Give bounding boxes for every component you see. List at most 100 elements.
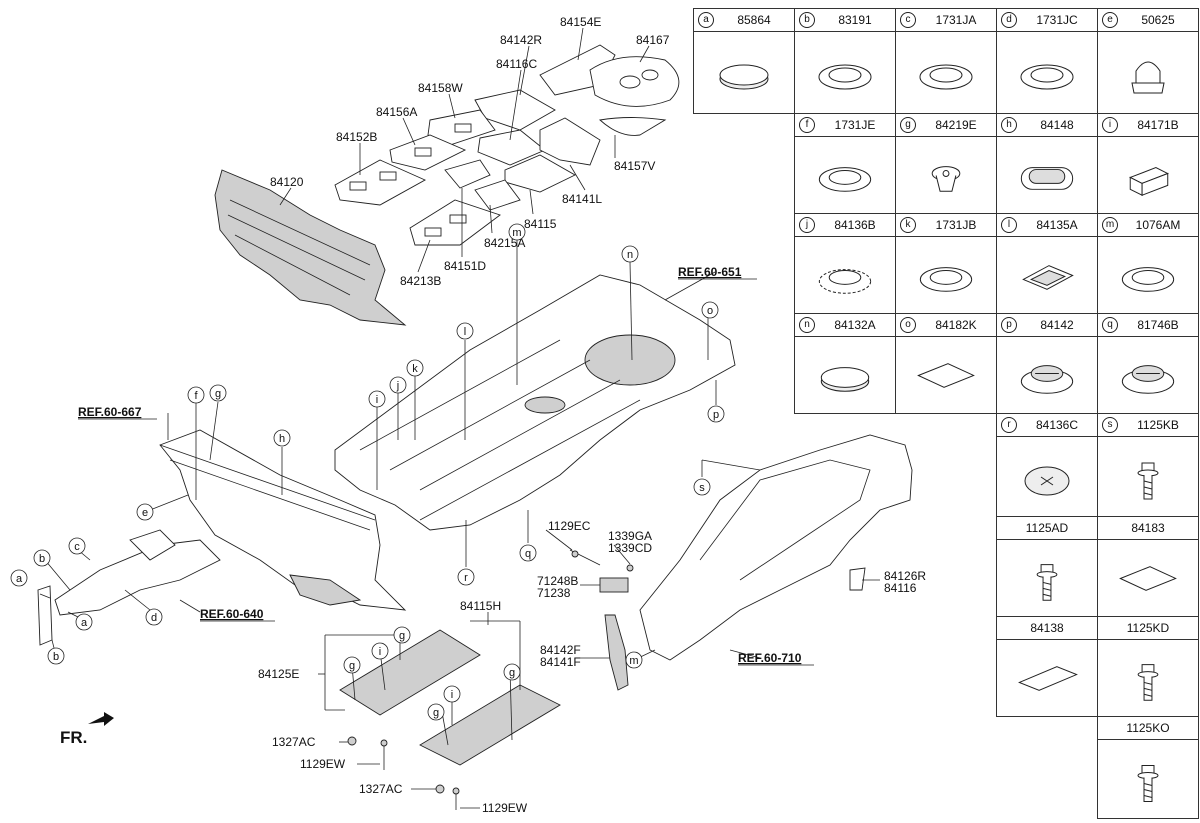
part-cell-84183[interactable]: 84183 xyxy=(1097,516,1199,617)
callout-letter: g xyxy=(433,707,439,719)
callout-bubble-o: o xyxy=(701,301,719,319)
callout-letter: s xyxy=(699,482,705,494)
part-cell-1125kd[interactable]: 1125KD xyxy=(1097,616,1199,717)
label-1129EW-lower: 1129EW xyxy=(482,801,528,815)
part-cell-1731je[interactable]: f 1731JE xyxy=(794,113,896,214)
callout-letter: b xyxy=(53,651,59,663)
callout-bubble-i2: i xyxy=(443,685,461,703)
part-cell-1125ad[interactable]: 1125AD xyxy=(996,516,1098,617)
callout-bubble-g1: g xyxy=(209,384,227,402)
label-84120: 84120 xyxy=(270,175,304,189)
callout-letter: m xyxy=(1102,217,1118,233)
bolt-icon xyxy=(1098,739,1198,818)
callout-letter: q xyxy=(1102,317,1118,333)
cowl-panel xyxy=(159,429,407,611)
label-84141F: 84141F xyxy=(540,655,581,669)
pad-84141L xyxy=(539,117,601,166)
label-84151D: 84151D xyxy=(444,259,486,273)
part-cell-1125ko[interactable]: 1125KO xyxy=(1097,716,1199,819)
part-number: 85864 xyxy=(737,13,771,27)
label-84213B: 84213B xyxy=(400,274,441,288)
label-84152B: 84152B xyxy=(336,130,377,144)
part-number: 84135A xyxy=(1036,218,1078,232)
part-cell-84138[interactable]: 84138 xyxy=(996,616,1098,717)
pad-84116C xyxy=(477,129,546,166)
callout-bubble-g5: g xyxy=(427,703,445,721)
callout-letter: g xyxy=(509,667,515,679)
label-84115H: 84115H xyxy=(460,599,501,613)
callout-letter: b xyxy=(799,12,815,28)
callout-bubble-i1: i xyxy=(371,642,389,660)
ref-60-640[interactable]: REF.60-640 xyxy=(200,607,264,621)
callout-letter: m xyxy=(629,655,638,667)
callout-bubble-a1: a xyxy=(10,569,28,587)
callout-letter: a xyxy=(16,573,23,585)
ribbed-plug-icon xyxy=(997,336,1097,413)
callout-letter: b xyxy=(39,553,45,565)
callout-bubble-p: p xyxy=(707,405,725,423)
part-number: 1731JE xyxy=(834,118,876,132)
callout-bubble-a2: a xyxy=(75,613,93,631)
label-84142R: 84142R xyxy=(500,33,542,47)
callout-letter: f xyxy=(799,117,815,133)
callout-letter: s xyxy=(1102,417,1118,433)
ref-60-710[interactable]: REF.60-710 xyxy=(738,651,802,665)
part-number: 83191 xyxy=(838,13,872,27)
callout-letter: c xyxy=(900,12,916,28)
callout-bubble-c: c xyxy=(68,537,86,555)
cell-header: 84138 xyxy=(997,617,1097,640)
front-direction-label: FR. xyxy=(60,728,87,747)
part-number: 84219E xyxy=(935,118,977,132)
part-number: 84171B xyxy=(1137,118,1179,132)
cell-header: 1125KD xyxy=(1098,617,1198,640)
part-number: 84136B xyxy=(834,218,876,232)
callout-letter: p xyxy=(1001,317,1017,333)
callout-letter: m xyxy=(512,227,521,239)
clip-icon xyxy=(896,136,996,213)
part-cell-83191[interactable]: b 83191 xyxy=(794,8,896,114)
callout-letter: f xyxy=(194,390,198,402)
under-covers xyxy=(339,629,561,766)
ref-60-651[interactable]: REF.60-651 xyxy=(678,265,742,279)
part-labels: 84154E 84142R 84167 84116C 84158W 84156A… xyxy=(60,15,926,815)
part-number: 1125KO xyxy=(1126,721,1170,735)
label-84142F: 84142F xyxy=(540,643,581,657)
label-84157V: 84157V xyxy=(614,159,655,173)
callout-bubble-i3: i xyxy=(368,390,386,408)
side-body-panel xyxy=(639,434,913,661)
callout-bubble-g2: g xyxy=(393,626,411,644)
rect-pad-icon xyxy=(997,639,1097,716)
ref-60-667[interactable]: REF.60-667 xyxy=(78,405,142,419)
callout-letter: g xyxy=(215,388,221,400)
callout-bubble-b2: b xyxy=(47,647,65,665)
label-84126R: 84126R xyxy=(884,569,926,583)
insulation-pads-group xyxy=(334,44,680,246)
callout-bubble-s: s xyxy=(693,478,711,496)
callout-letter: o xyxy=(707,305,713,317)
pad-icon xyxy=(896,336,996,413)
part-number: 1731JB xyxy=(935,218,977,232)
label-84154E: 84154E xyxy=(560,15,601,29)
